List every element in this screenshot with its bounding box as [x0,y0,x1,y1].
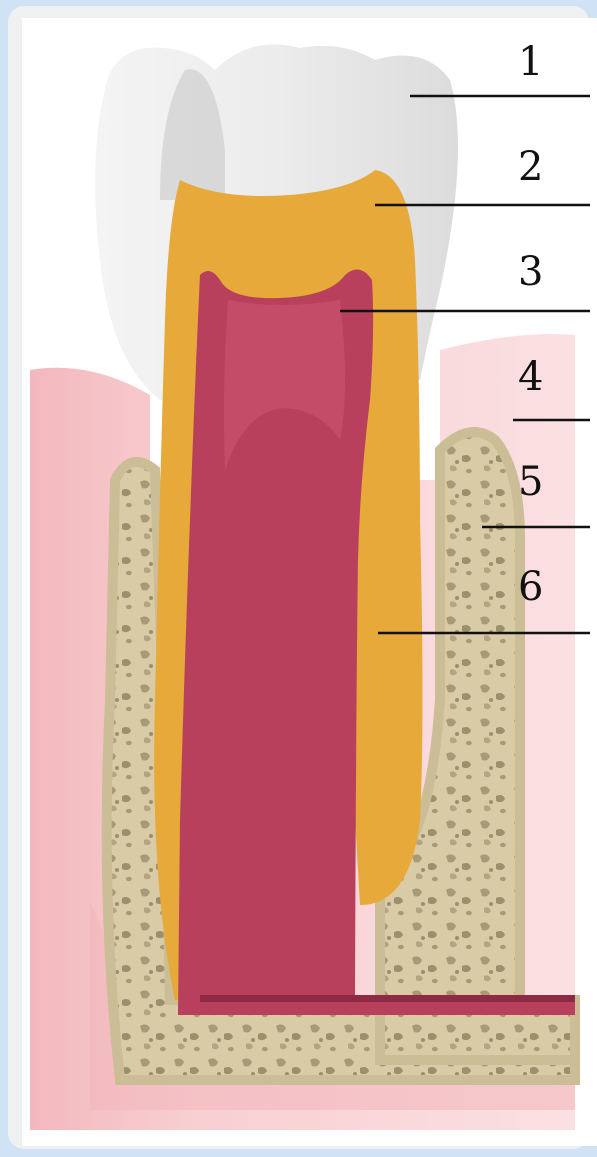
label-5: 5 [518,462,543,502]
label-1: 1 [518,42,543,82]
label-3: 3 [518,252,543,292]
label-6: 6 [518,567,543,607]
label-4: 4 [518,357,543,397]
label-2: 2 [518,147,543,187]
